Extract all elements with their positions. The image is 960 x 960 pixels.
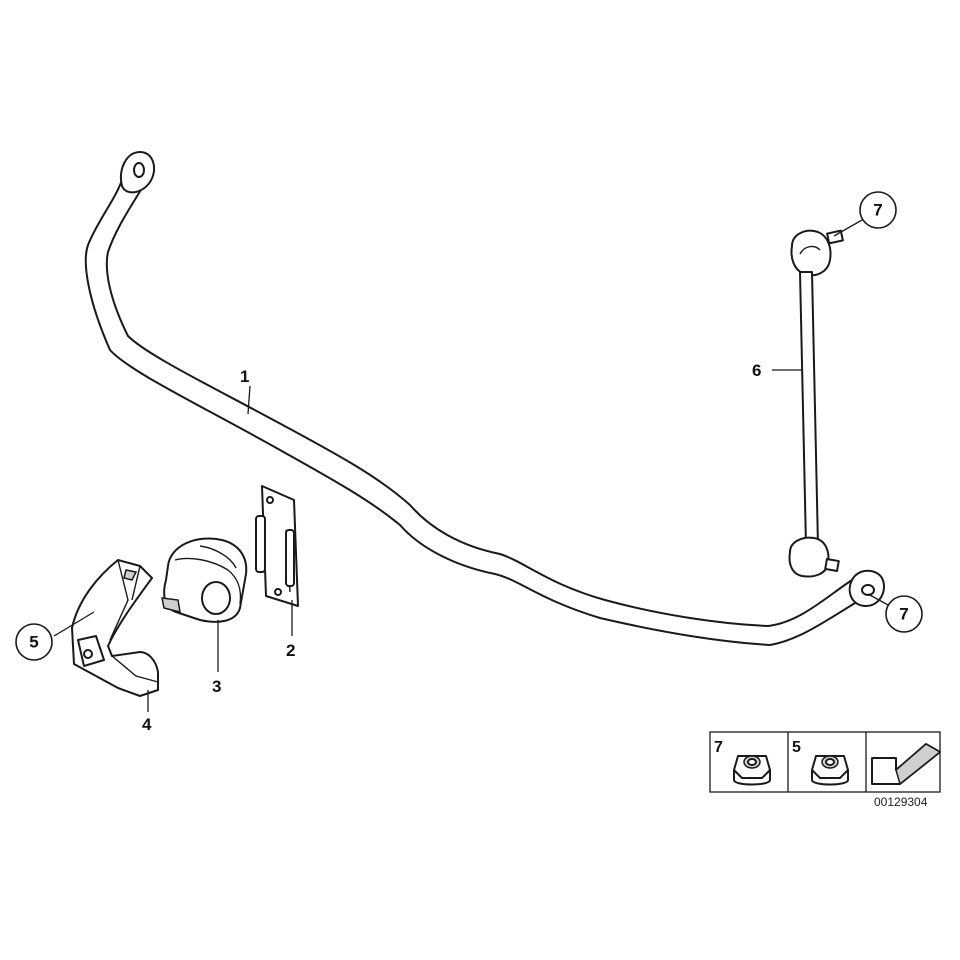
legend-item-7-number: 7 bbox=[714, 739, 723, 756]
rubber-bushing[interactable] bbox=[161, 537, 248, 623]
collar-nut-icon bbox=[733, 755, 771, 786]
callout-bushing: 3 bbox=[212, 677, 221, 696]
callout-bar: 1 bbox=[240, 367, 249, 386]
clamp-bracket[interactable] bbox=[71, 559, 159, 697]
collar-nut-icon bbox=[811, 755, 849, 786]
bar-left-eye-hole bbox=[133, 162, 145, 178]
callout-link-bottom-nut: 7 bbox=[885, 595, 923, 633]
callout-link: 6 bbox=[752, 361, 761, 380]
hardware-legend: 7 5 bbox=[709, 731, 942, 793]
svg-text:5: 5 bbox=[29, 633, 38, 652]
callout-bracket-nut: 5 bbox=[15, 623, 53, 661]
svg-text:7: 7 bbox=[899, 605, 908, 624]
callout-bracket: 4 bbox=[142, 715, 152, 734]
shim-plate[interactable] bbox=[255, 485, 299, 607]
legend-item-5-number: 5 bbox=[792, 739, 801, 756]
callout-shim: 2 bbox=[286, 641, 295, 660]
svg-text:7: 7 bbox=[873, 201, 882, 220]
stabilizer-link[interactable] bbox=[788, 229, 844, 578]
arrow-left-down-icon bbox=[871, 743, 942, 786]
leader-lines bbox=[53, 219, 891, 712]
bar-right-eye-hole bbox=[861, 584, 875, 596]
diagram-id: 00129304 bbox=[874, 795, 928, 809]
stabilizer-bar[interactable] bbox=[84, 151, 885, 646]
callout-link-top-nut: 7 bbox=[859, 191, 897, 229]
